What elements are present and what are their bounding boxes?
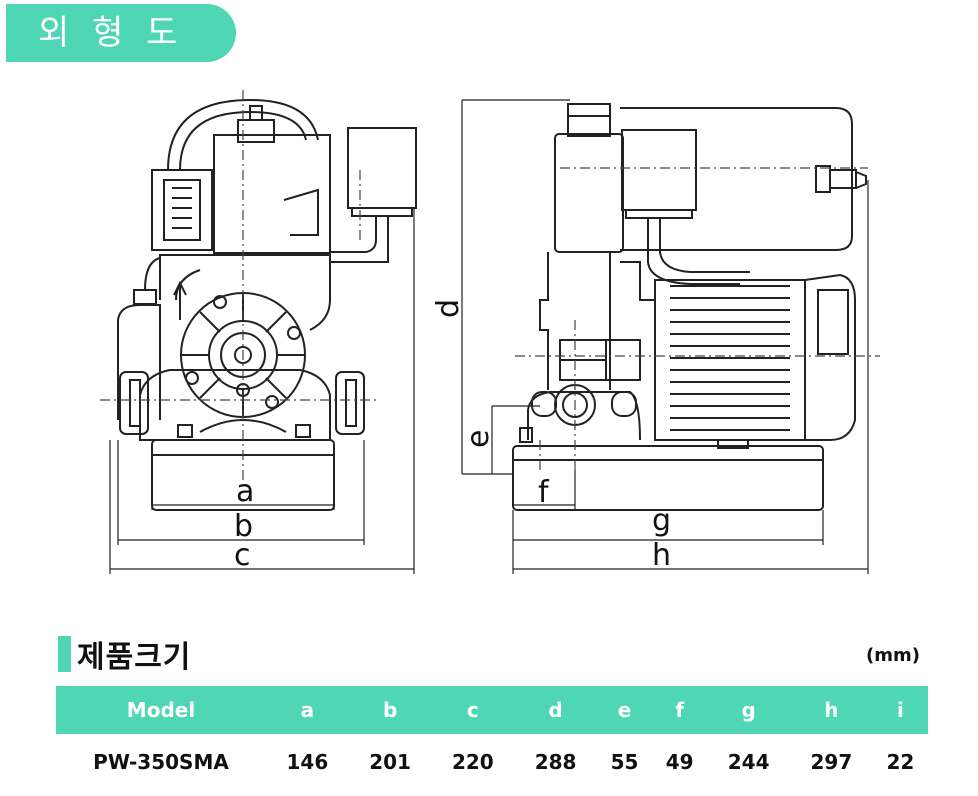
dim-label-h: h xyxy=(652,538,671,573)
spec-section-header: 제품크기 xyxy=(58,632,191,676)
page-title-tab: 외 형 도 xyxy=(6,4,236,62)
col-header-i: i xyxy=(872,686,928,734)
cell-h: 297 xyxy=(810,750,853,774)
col-header-e: e xyxy=(596,686,653,734)
cell-e: 55 xyxy=(610,750,639,774)
dim-label-c: c xyxy=(234,538,251,573)
cell-a: 146 xyxy=(286,750,329,774)
col-header-model: Model xyxy=(56,686,266,734)
cell-f: 49 xyxy=(665,750,694,774)
page-title: 외 형 도 xyxy=(38,13,184,53)
col-header-f: f xyxy=(652,686,708,734)
col-header-b: b xyxy=(348,686,432,734)
front-view xyxy=(117,98,417,511)
cell-i: 22 xyxy=(886,750,915,774)
dim-label-b: b xyxy=(234,509,253,544)
spec-table-header-row: Model a b c d e f g h i xyxy=(56,686,928,734)
cell-g: 244 xyxy=(727,750,770,774)
pump-outline-drawing: a b c d e f g h xyxy=(100,90,880,574)
col-header-h: h xyxy=(790,686,873,734)
dim-label-g: g xyxy=(652,503,671,538)
col-header-c: c xyxy=(431,686,515,734)
side-view xyxy=(512,103,867,511)
unit-label: (mm) xyxy=(866,645,920,666)
spec-table: Model a b c d e f g h i PW-350SMA 146 20… xyxy=(56,686,928,790)
dim-label-a: a xyxy=(236,474,254,509)
dim-label-e: e xyxy=(461,430,496,448)
cell-c: 220 xyxy=(451,750,494,774)
col-header-g: g xyxy=(707,686,791,734)
table-row: PW-350SMA 146 201 220 288 55 49 244 297 … xyxy=(56,734,928,790)
cell-d: 288 xyxy=(534,750,577,774)
dim-label-d: d xyxy=(431,299,466,318)
section-accent-bar xyxy=(58,636,71,672)
col-header-a: a xyxy=(266,686,349,734)
col-header-d: d xyxy=(514,686,597,734)
dim-label-f: f xyxy=(538,475,550,510)
cell-model: PW-350SMA xyxy=(93,750,229,774)
cell-b: 201 xyxy=(369,750,411,774)
section-title: 제품크기 xyxy=(77,640,192,675)
